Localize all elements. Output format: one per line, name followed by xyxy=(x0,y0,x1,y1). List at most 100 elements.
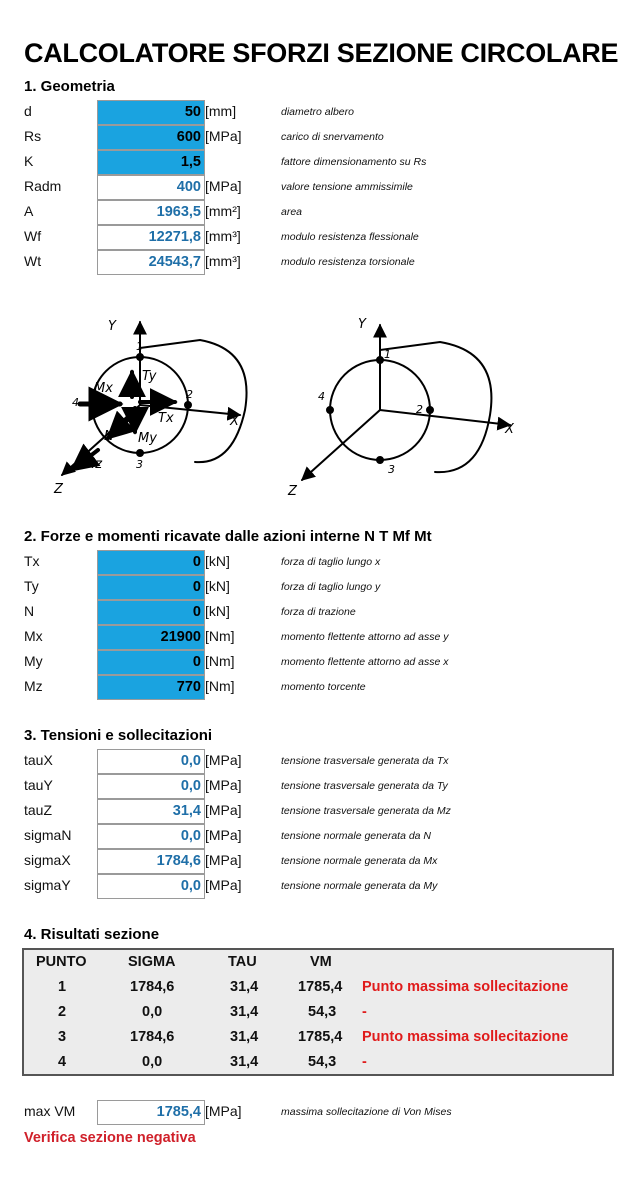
left-label-my: My xyxy=(138,431,157,446)
label-k: K xyxy=(24,153,34,169)
unit-mz: [Nm] xyxy=(205,678,235,694)
input-rs[interactable]: 600 xyxy=(97,125,205,150)
row-mx: Mx 21900 [Nm] momento flettente attorno … xyxy=(0,625,640,650)
desc-wf: modulo resistenza flessionale xyxy=(281,231,419,243)
left-label-z: Z xyxy=(53,482,64,497)
right-label-p3: 3 xyxy=(388,463,395,476)
cell-note: Punto massima sollecitazione xyxy=(362,1029,569,1045)
unit-rs: [MPa] xyxy=(205,128,242,144)
right-label-p1: 1 xyxy=(384,348,391,361)
unit-a: [mm²] xyxy=(205,203,241,219)
row-a: A 1963,5 [mm²] area xyxy=(0,200,640,225)
desc-ty: forza di taglio lungo y xyxy=(281,581,381,593)
desc-d: diametro albero xyxy=(281,106,354,118)
results-table: PUNTO SIGMA TAU VM 1 1784,6 31,4 1785,4 … xyxy=(22,948,614,1076)
row-wt: Wt 24543,7 [mm³] modulo resistenza torsi… xyxy=(0,250,640,275)
label-tx: Tx xyxy=(24,553,40,569)
input-ty[interactable]: 0 xyxy=(97,575,205,600)
cell-vm: 1785,4 xyxy=(298,979,343,995)
label-my: My xyxy=(24,653,43,669)
row-wf: Wf 12271,8 [mm³] modulo resistenza fless… xyxy=(0,225,640,250)
desc-tx: forza di taglio lungo x xyxy=(281,556,381,568)
left-label-p2: 2 xyxy=(186,388,193,401)
output-maxvm: 1785,4 xyxy=(97,1100,205,1125)
left-label-n: N xyxy=(104,429,114,444)
desc-sigmax: tensione normale generata da Mx xyxy=(281,855,438,867)
row-tauz: tauZ 31,4 [MPa] tensione trasversale gen… xyxy=(0,799,640,824)
input-d[interactable]: 50 xyxy=(97,100,205,125)
section-geometria-title: 1. Geometria xyxy=(24,78,115,95)
cell-vm: 54,3 xyxy=(308,1054,337,1070)
right-label-p4: 4 xyxy=(318,390,325,403)
verification-result: Verifica sezione negativa xyxy=(24,1130,196,1146)
desc-n: forza di trazione xyxy=(281,606,356,618)
row-n: N 0 [kN] forza di trazione xyxy=(0,600,640,625)
output-wf: 12271,8 xyxy=(97,225,205,250)
input-tx[interactable]: 0 xyxy=(97,550,205,575)
diagram-right xyxy=(300,323,512,481)
col-tau-header: TAU xyxy=(228,954,257,970)
diagram-left-labels: Y X Z Mx Ty Tx N My Mz 1 2 3 4 xyxy=(53,319,240,497)
cell-note: - xyxy=(362,1004,367,1020)
row-radm: Radm 400 [MPa] valore tensione ammissimi… xyxy=(0,175,640,200)
left-label-x: X xyxy=(229,414,240,429)
input-mz[interactable]: 770 xyxy=(97,675,205,700)
unit-my: [Nm] xyxy=(205,653,235,669)
col-sigma-header: SIGMA xyxy=(128,954,176,970)
left-label-p4: 4 xyxy=(72,396,79,409)
section-risultati-title: 4. Risultati sezione xyxy=(24,926,160,943)
output-radm: 400 xyxy=(97,175,205,200)
row-d: d 50 [mm] diametro albero xyxy=(0,100,640,125)
label-sigmax: sigmaX xyxy=(24,852,71,868)
unit-mx: [Nm] xyxy=(205,628,235,644)
unit-taux: [MPa] xyxy=(205,752,242,768)
input-my[interactable]: 0 xyxy=(97,650,205,675)
left-label-ty: Ty xyxy=(142,369,157,384)
unit-ty: [kN] xyxy=(205,578,230,594)
desc-taux: tensione trasversale generata da Tx xyxy=(281,755,449,767)
label-sigman: sigmaN xyxy=(24,827,72,843)
output-tauz: 31,4 xyxy=(97,799,205,824)
right-label-x: X xyxy=(504,422,515,437)
label-ty: Ty xyxy=(24,578,39,594)
output-sigmay: 0,0 xyxy=(97,874,205,899)
unit-wt: [mm³] xyxy=(205,253,241,269)
page-title: CALCOLATORE SFORZI SEZIONE CIRCOLARE xyxy=(24,38,619,68)
desc-mx: momento flettente attorno ad asse y xyxy=(281,631,449,643)
row-my: My 0 [Nm] momento flettente attorno ad a… xyxy=(0,650,640,675)
unit-n: [kN] xyxy=(205,603,230,619)
label-tauz: tauZ xyxy=(24,802,53,818)
unit-tauy: [MPa] xyxy=(205,777,242,793)
label-maxvm: max VM xyxy=(24,1103,76,1119)
cell-note: - xyxy=(362,1054,367,1070)
cell-tau: 31,4 xyxy=(230,979,259,995)
desc-maxvm: massima sollecitazione di Von Mises xyxy=(281,1106,452,1118)
desc-radm: valore tensione ammissimile xyxy=(281,181,413,193)
left-label-tx: Tx xyxy=(158,411,174,426)
cell-sigma: 1784,6 xyxy=(130,979,175,995)
row-sigmay: sigmaY 0,0 [MPa] tensione normale genera… xyxy=(0,874,640,899)
left-label-mx: Mx xyxy=(94,381,113,396)
right-label-y: Y xyxy=(358,317,367,332)
row-sigmax: sigmaX 1784,6 [MPa] tensione normale gen… xyxy=(0,849,640,874)
input-n[interactable]: 0 xyxy=(97,600,205,625)
row-ty: Ty 0 [kN] forza di taglio lungo y xyxy=(0,575,640,600)
input-mx[interactable]: 21900 xyxy=(97,625,205,650)
row-rs: Rs 600 [MPa] carico di snervamento xyxy=(0,125,640,150)
input-k[interactable]: 1,5 xyxy=(97,150,205,175)
row-mz: Mz 770 [Nm] momento torcente xyxy=(0,675,640,700)
col-vm-header: VM xyxy=(310,954,332,970)
section-forze-title: 2. Forze e momenti ricavate dalle azioni… xyxy=(24,528,432,545)
output-tauy: 0,0 xyxy=(97,774,205,799)
cell-note: Punto massima sollecitazione xyxy=(362,979,569,995)
left-label-p3: 3 xyxy=(136,458,143,471)
label-n: N xyxy=(24,603,35,619)
cell-punto: 2 xyxy=(58,1004,67,1020)
unit-d: [mm] xyxy=(205,103,237,119)
col-punto-header: PUNTO xyxy=(36,954,87,970)
unit-sigmay: [MPa] xyxy=(205,877,242,893)
cell-sigma: 0,0 xyxy=(142,1004,163,1020)
label-wt: Wt xyxy=(24,253,42,269)
unit-maxvm: [MPa] xyxy=(205,1103,242,1119)
unit-sigmax: [MPa] xyxy=(205,852,242,868)
